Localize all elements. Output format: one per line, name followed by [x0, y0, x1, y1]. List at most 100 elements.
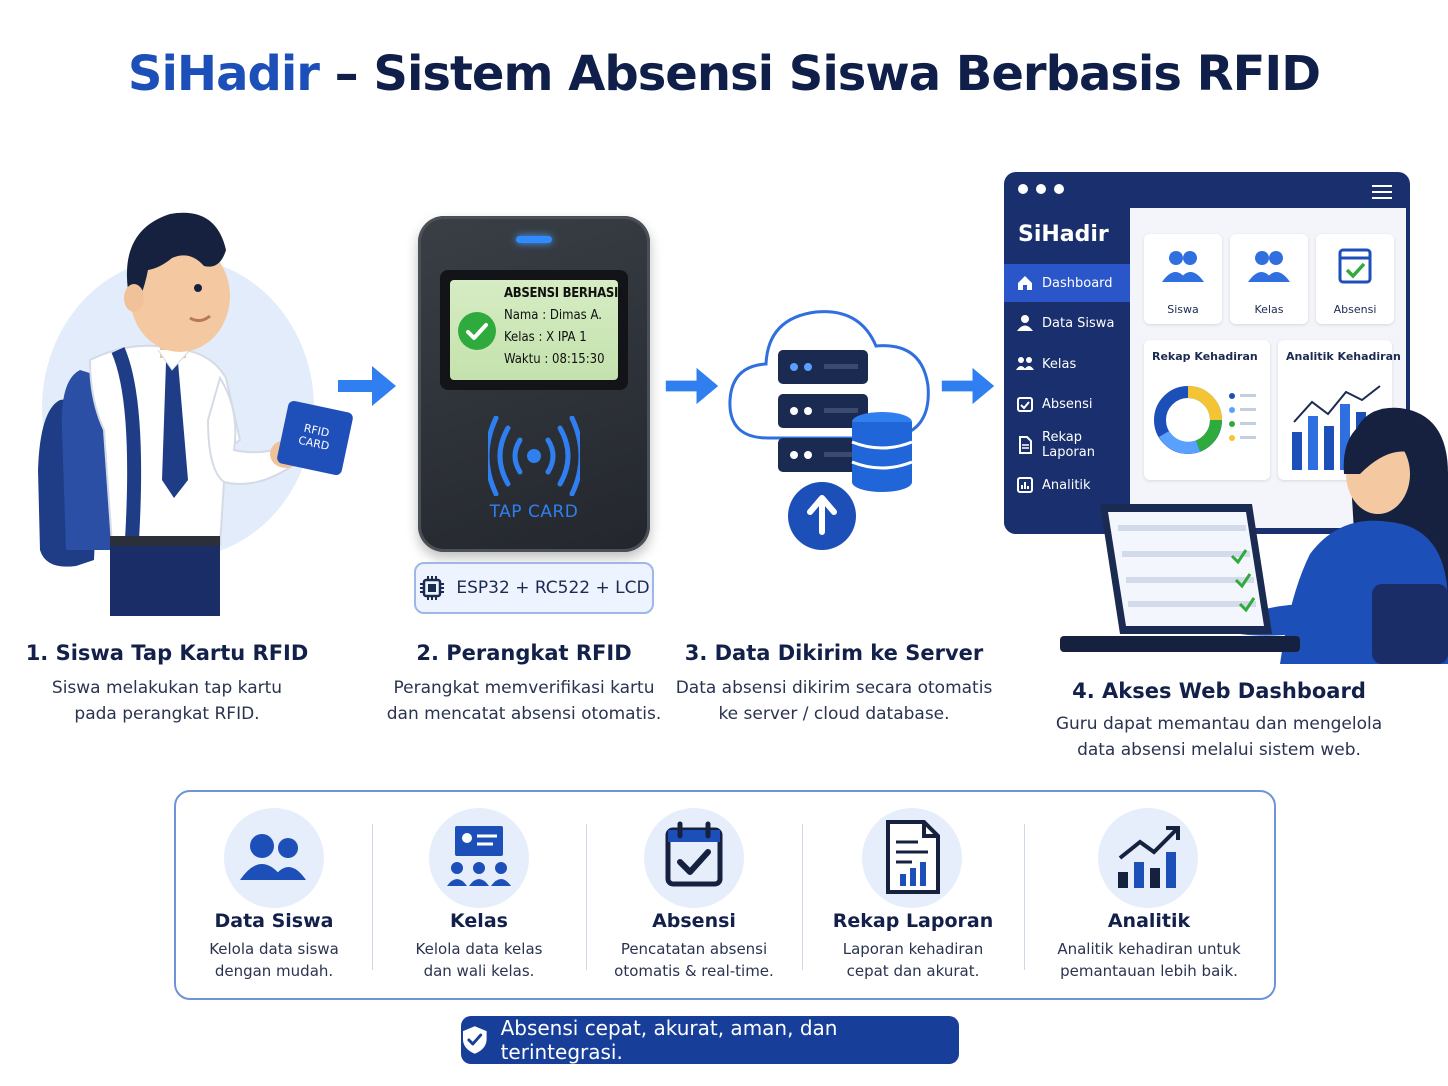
analytics-icon [1118, 826, 1180, 888]
lcd-row-class: Kelas : X IPA 1 [504, 330, 587, 345]
step-desc-line: dan mencatat absensi otomatis. [386, 704, 662, 724]
footer-text: Absensi cepat, akurat, aman, dan terinte… [500, 1016, 838, 1064]
step-desc-line: pada perangkat RFID. [74, 704, 260, 724]
users-icon [1162, 251, 1204, 282]
calendar-check-icon [1338, 248, 1372, 284]
arrow-right-icon [665, 367, 719, 405]
calendar-check-icon [665, 821, 723, 887]
rfid-card: RFID CARD [276, 399, 354, 477]
title-brand: SiHadir [127, 46, 320, 102]
sidebar-label: Kelas [1042, 356, 1077, 372]
nfc-wave-icon [488, 416, 580, 496]
feature-desc: Kelola data siswa dengan mudah. [176, 938, 372, 982]
student-illustration [38, 212, 314, 616]
tap-card-label: TAP CARD [489, 502, 579, 522]
feature-desc-line: cepat dan akurat. [846, 962, 980, 980]
feature-icon-circle [224, 808, 324, 908]
card-siswa[interactable]: Siswa [1144, 234, 1222, 324]
footer-tagline: Absensi cepat, akurat, aman, dan terinte… [461, 1016, 959, 1064]
step-1-title: 1. Siswa Tap Kartu RFID [25, 641, 309, 665]
sidebar-item-absensi[interactable]: Absensi [1004, 385, 1130, 423]
classroom-icon [447, 826, 511, 886]
cloud-server-illustration [728, 310, 930, 550]
feature-desc: Kelola data kelas dan wali kelas. [372, 938, 586, 982]
panel-title: Analitik Kehadiran [1286, 350, 1401, 363]
document-icon [1019, 436, 1032, 454]
feature-rekap-laporan: Rekap Laporan Laporan kehadiran cepat dan… [802, 792, 1024, 998]
divider [1024, 824, 1025, 970]
calendar-check-icon [1017, 397, 1033, 412]
step-desc-line: Siswa melakukan tap kartu [51, 678, 283, 698]
sidebar-item-kelas[interactable]: Kelas [1004, 345, 1130, 383]
step-1-desc: Siswa melakukan tap kartu pada perangkat … [20, 675, 314, 727]
lcd-frame: ABSENSI BERHASIL Nama : Dimas A. Kelas :… [440, 270, 628, 390]
sidebar-item-rekap-laporan[interactable]: Rekap Laporan [1004, 426, 1130, 464]
divider [372, 824, 373, 970]
sidebar-label: Analitik [1042, 477, 1091, 493]
hardware-badge: ESP32 + RC522 + LCD [414, 562, 654, 614]
sidebar-label: Data Siswa [1042, 315, 1115, 331]
feature-icon-circle [862, 808, 962, 908]
report-icon [886, 820, 940, 894]
lcd-head: ABSENSI BERHASIL [504, 286, 626, 301]
feature-title: Rekap Laporan [832, 910, 994, 932]
feature-desc-line: Kelola data kelas [415, 940, 543, 958]
feature-desc-line: pemantauan lebih baik. [1060, 962, 1238, 980]
shield-check-icon [462, 1026, 487, 1054]
users-icon [1248, 251, 1290, 282]
feature-title: Kelas [450, 910, 508, 932]
sidebar-label: Absensi [1042, 396, 1093, 412]
step-desc-line: Data absensi dikirim secara otomatis [675, 678, 993, 698]
feature-desc: Analitik kehadiran untuk pemantauan lebih… [1024, 938, 1274, 982]
group-icon [1016, 357, 1034, 370]
sidebar-item-data-siswa[interactable]: Data Siswa [1004, 304, 1130, 342]
check-icon [458, 312, 496, 350]
card-kelas[interactable]: Kelas [1230, 234, 1308, 324]
card-label: Absensi [1333, 303, 1377, 316]
chip-icon [420, 576, 445, 600]
window-dots [1018, 184, 1064, 194]
feature-desc-line: dengan mudah. [214, 962, 334, 980]
card-label: Kelas [1254, 303, 1284, 316]
panel-title: Rekap Kehadiran [1152, 350, 1258, 363]
divider [802, 824, 803, 970]
feature-icon-circle [429, 808, 529, 908]
page-title: SiHadir – Sistem Absensi Siswa Berbasis … [0, 46, 1448, 102]
sidebar-item-analitik[interactable]: Analitik [1004, 466, 1130, 504]
hamburger-menu-icon[interactable] [1372, 184, 1392, 200]
title-rest: – Sistem Absensi Siswa Berbasis RFID [318, 46, 1321, 102]
sidebar-label: Dashboard [1042, 275, 1113, 291]
hardware-label: ESP32 + RC522 + LCD [456, 578, 650, 598]
card-absensi[interactable]: Absensi [1316, 234, 1394, 324]
step-4-title: 4. Akses Web Dashboard [1072, 679, 1366, 703]
step-desc-line: ke server / cloud database. [718, 704, 950, 724]
user-icon [1017, 315, 1033, 331]
feature-icon-circle [644, 808, 744, 908]
rfid-reader-device: ABSENSI BERHASIL Nama : Dimas A. Kelas :… [418, 216, 650, 552]
users-icon [240, 834, 306, 880]
step-desc-line: data absensi melalui sistem web. [1077, 740, 1361, 760]
card-label: Siswa [1167, 303, 1199, 316]
feature-kelas: Kelas Kelola data kelas dan wali kelas. [372, 792, 586, 998]
arrow-right-icon [941, 367, 995, 405]
arrow-right-icon [338, 366, 396, 406]
sidebar-label: Rekap Laporan [1042, 430, 1095, 460]
feature-desc-line: Kelola data siswa [209, 940, 339, 958]
step-2-title: 2. Perangkat RFID [416, 641, 632, 665]
feature-desc-line: otomatis & real-time. [614, 962, 774, 980]
feature-desc: Laporan kehadiran cepat dan akurat. [802, 938, 1024, 982]
step-2-desc: Perangkat memverifikasi kartu dan mencata… [374, 675, 674, 727]
lcd-row-name: Nama : Dimas A. [504, 308, 602, 323]
feature-desc-line: dan wali kelas. [423, 962, 535, 980]
feature-desc-line: Analitik kehadiran untuk [1057, 940, 1241, 958]
lcd-screen: ABSENSI BERHASIL Nama : Dimas A. Kelas :… [450, 280, 625, 380]
dashboard-main: Siswa Kelas Absensi Rekap Kehadiran [1130, 208, 1406, 528]
divider [586, 824, 587, 970]
sidebar-item-dashboard[interactable]: Dashboard [1004, 264, 1130, 302]
step-desc-line: Perangkat memverifikasi kartu [393, 678, 655, 698]
panel-rekap-kehadiran[interactable]: Rekap Kehadiran [1144, 340, 1270, 480]
feature-desc-line: Laporan kehadiran [842, 940, 984, 958]
